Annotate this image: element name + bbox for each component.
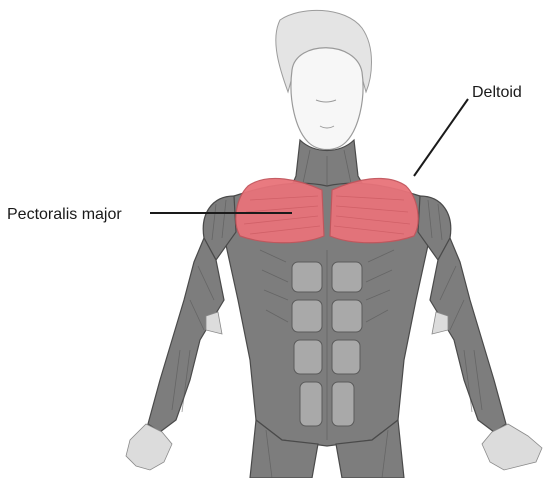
- left-arm: [126, 238, 224, 470]
- pectoralis-label-text: Pectoralis major: [7, 206, 122, 223]
- head: [276, 10, 372, 149]
- deltoid-leader-line: [414, 99, 468, 176]
- right-arm: [430, 238, 542, 470]
- deltoid-label-text: Deltoid: [472, 84, 522, 101]
- deltoid-label: Deltoid: [414, 84, 522, 176]
